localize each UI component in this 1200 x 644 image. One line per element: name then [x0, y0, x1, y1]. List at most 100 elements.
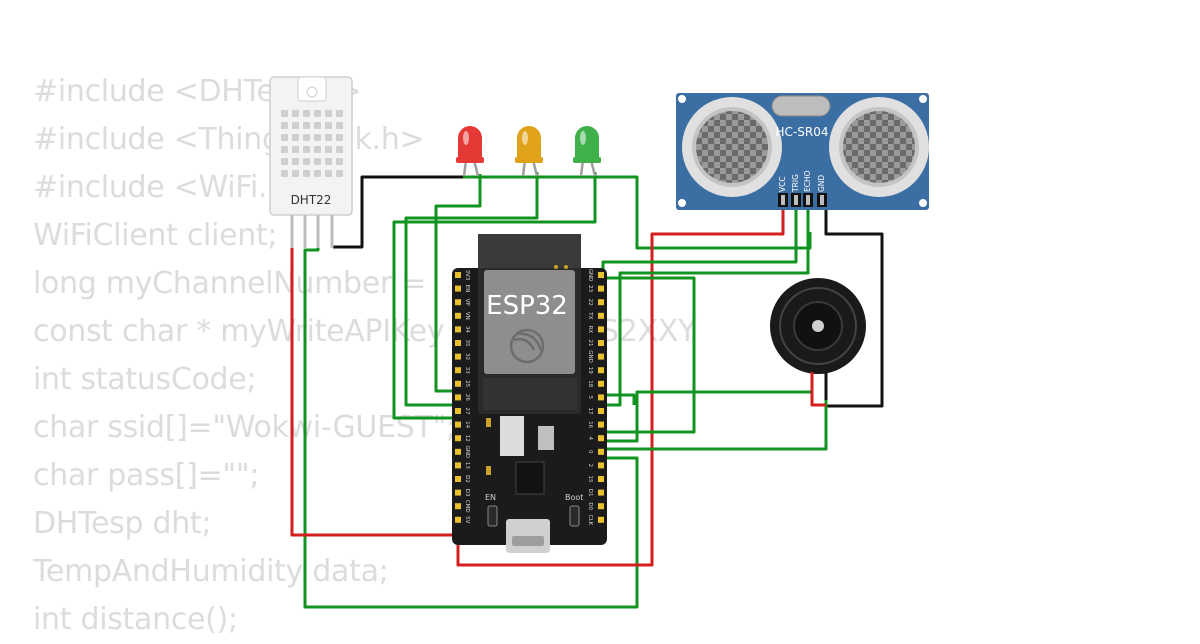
hcsr04-pin-label: ECHO: [803, 170, 812, 192]
pin-label: 0: [587, 450, 593, 454]
pin-label: 32: [464, 353, 470, 360]
header-pin[interactable]: [598, 476, 604, 482]
pin-label: 16: [587, 421, 593, 428]
pin-label: 13: [464, 462, 470, 469]
esp32-left-header: 3V3ENVPVN343532332526271412GND13D2D3CMD5…: [455, 270, 470, 524]
header-pin[interactable]: [598, 340, 604, 346]
header-pin[interactable]: [455, 299, 461, 306]
pin-label: VP: [464, 299, 470, 307]
header-pin[interactable]: [598, 516, 604, 523]
header-pin[interactable]: [455, 489, 461, 496]
pin-label: 19: [587, 367, 593, 374]
pin-label: 35: [464, 340, 470, 347]
header-pin[interactable]: [455, 326, 461, 333]
transducer-right: [829, 97, 929, 197]
code-line: int statusCode;: [33, 362, 257, 397]
dht22-vent-grid: [281, 110, 343, 177]
header-pin[interactable]: [598, 448, 604, 455]
wire-led-gnd[interactable]: [463, 175, 812, 250]
espressif-logo-icon: [509, 328, 545, 364]
pin-label: 14: [464, 421, 470, 428]
dht22-label: DHT22: [291, 193, 332, 207]
pin-label: 33: [464, 367, 470, 374]
esp32-label: ESP32: [486, 291, 568, 321]
green-led[interactable]: [573, 126, 601, 177]
wire-trig[interactable]: [601, 207, 798, 276]
wire-hcsr04-vcc[interactable]: [456, 207, 785, 567]
wire-red-led[interactable]: [434, 174, 482, 393]
pin-label: EN: [464, 285, 470, 293]
header-pin[interactable]: [455, 394, 461, 401]
wire-dht-gnd[interactable]: [333, 175, 463, 249]
pin-label: 34: [464, 326, 470, 333]
wire-buzzer-vcc[interactable]: [810, 390, 826, 407]
wire-yellow-led[interactable]: [404, 172, 539, 407]
header-pin[interactable]: [598, 312, 604, 319]
usb-port[interactable]: [506, 519, 550, 553]
header-pin[interactable]: [455, 367, 461, 374]
header-pin[interactable]: [455, 421, 461, 428]
wire-5v[interactable]: [290, 247, 462, 537]
header-pin[interactable]: [598, 326, 604, 333]
pin-label: GND: [587, 269, 593, 282]
header-pin[interactable]: [598, 489, 604, 496]
header-pin[interactable]: [455, 272, 461, 278]
header-pin[interactable]: [455, 516, 461, 523]
header-pin[interactable]: [455, 340, 461, 346]
pin-label: D1: [587, 489, 593, 497]
header-pin[interactable]: [598, 285, 604, 292]
circuit-diagram: DHT22 ESP32 EN Boot: [269, 76, 929, 609]
header-pin[interactable]: [598, 299, 604, 306]
header-pin[interactable]: [455, 462, 461, 469]
yellow-led[interactable]: [515, 126, 543, 177]
header-pin[interactable]: [598, 408, 604, 414]
wire-buzzer-return[interactable]: [603, 400, 828, 451]
header-pin[interactable]: [455, 448, 461, 455]
header-pin[interactable]: [455, 408, 461, 414]
pin-label: GND: [464, 445, 470, 458]
wire-buzzer-signal[interactable]: [603, 276, 696, 434]
header-pin[interactable]: [598, 380, 604, 387]
header-pin[interactable]: [598, 353, 604, 360]
header-pin[interactable]: [455, 476, 461, 482]
wire-echo[interactable]: [603, 207, 810, 407]
header-pin[interactable]: [598, 421, 604, 428]
esp32-board[interactable]: ESP32 EN Boot 3V3ENVPVN34353233252627141…: [452, 234, 607, 553]
pin-label: 5: [587, 396, 593, 400]
transducer-left: [682, 97, 782, 197]
header-pin[interactable]: [455, 312, 461, 319]
hcsr04-pin-label: TRIG: [791, 174, 800, 193]
pin-label: 4: [587, 436, 593, 440]
header-pin[interactable]: [598, 435, 604, 442]
header-pin[interactable]: [455, 503, 461, 510]
red-led[interactable]: [456, 126, 484, 177]
header-pin[interactable]: [598, 503, 604, 510]
header-pin[interactable]: [455, 285, 461, 292]
pin-label: 15: [587, 476, 593, 483]
pin-label: CLK: [587, 515, 593, 526]
header-pin[interactable]: [598, 367, 604, 374]
buzzer[interactable]: [770, 278, 866, 392]
wire-green-led[interactable]: [392, 172, 597, 420]
wire-esp-right[interactable]: [603, 393, 636, 405]
code-line: char pass[]="";: [33, 458, 260, 493]
pin-label: 27: [464, 408, 470, 415]
wire-dht-data[interactable]: [303, 247, 639, 609]
header-pin[interactable]: [598, 394, 604, 401]
pin-label: 25: [464, 380, 470, 387]
hcsr04-pin-label: GND: [817, 175, 826, 192]
pin-label: 12: [464, 435, 470, 442]
header-pin[interactable]: [598, 272, 604, 278]
dht22-sensor[interactable]: DHT22: [269, 76, 353, 248]
header-pin[interactable]: [455, 380, 461, 387]
header-pin[interactable]: [598, 462, 604, 469]
pin-label: D0: [587, 502, 593, 510]
pin-label: TX: [587, 311, 593, 319]
pin-label: 3V3: [464, 270, 470, 281]
header-pin[interactable]: [455, 353, 461, 360]
header-pin[interactable]: [455, 435, 461, 442]
pin-label: 21: [587, 340, 593, 347]
